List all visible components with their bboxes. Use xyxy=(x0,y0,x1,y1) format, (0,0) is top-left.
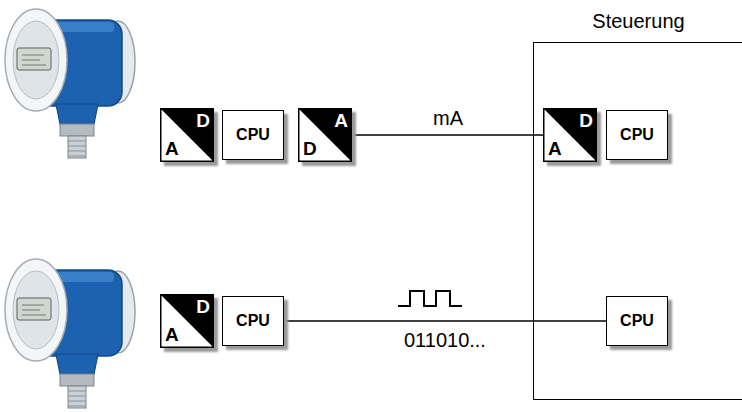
box-label: CPU xyxy=(620,312,654,330)
pulse-signal xyxy=(398,291,462,306)
box-label: CPU xyxy=(620,126,654,144)
converter-letter: A xyxy=(334,111,348,131)
converter-border xyxy=(544,109,597,162)
signal-line xyxy=(284,320,606,322)
converter-border xyxy=(299,109,352,162)
cpu-box: CPU xyxy=(222,110,284,160)
da-converter: AD xyxy=(298,108,352,162)
signal-label: 011010... xyxy=(404,329,486,351)
signal-line xyxy=(352,134,543,136)
ad-converter: DA xyxy=(543,108,597,162)
control-unit: SteuerungDACPUCPU xyxy=(533,42,742,400)
converter-letter: D xyxy=(579,111,593,131)
converter-triangle xyxy=(160,108,214,162)
box-label: CPU xyxy=(236,126,270,144)
converter-triangle xyxy=(298,108,352,162)
converter-triangle xyxy=(543,108,597,162)
converter-triangle xyxy=(160,294,214,348)
pressure-transmitter xyxy=(5,9,135,158)
signal-label: mA xyxy=(433,107,463,129)
converter-letter: A xyxy=(165,325,179,345)
converter-letter: D xyxy=(196,297,210,317)
converter-letter: A xyxy=(548,139,562,159)
converter-letter: D xyxy=(196,111,210,131)
converter-letter: A xyxy=(165,139,179,159)
ad-converter: DA xyxy=(160,294,214,348)
converter-letter: D xyxy=(303,139,317,159)
converter-border xyxy=(161,109,214,162)
control-heading: Steuerung xyxy=(534,9,742,33)
ad-converter: DA xyxy=(160,108,214,162)
cpu-box: CPU xyxy=(606,296,668,346)
cpu-box: CPU xyxy=(222,296,284,346)
cpu-box: CPU xyxy=(606,110,668,160)
converter-border xyxy=(161,295,214,348)
pressure-transmitter xyxy=(5,259,135,408)
box-label: CPU xyxy=(236,312,270,330)
